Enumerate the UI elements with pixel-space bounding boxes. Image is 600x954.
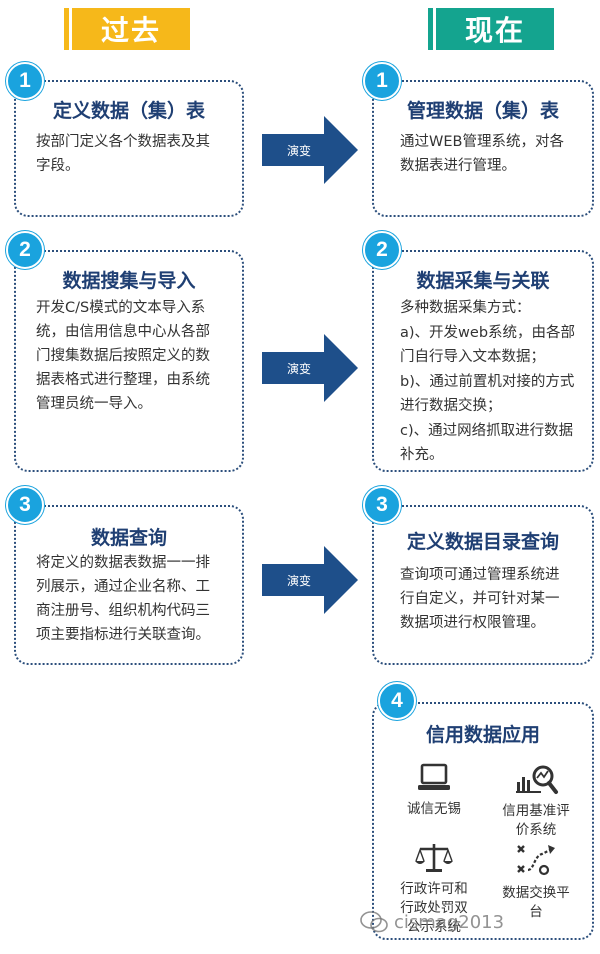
step-badge: 2 — [6, 231, 44, 269]
watermark: cismag2013 — [360, 907, 592, 937]
card-line: 通过WEB管理系统，对各 — [400, 134, 564, 150]
past-card-2: 数据搜集与导入 开发C/S模式的文本导入系 统，由信用信息中心从各部 门搜集数据… — [14, 250, 244, 472]
now-card-3: 定义数据目录查询 查询项可通过管理系统进 行自定义，并可针对某一 数据项进行权限… — [372, 505, 594, 665]
card-line: 进行数据交换； — [400, 398, 502, 414]
past-header-label: 过去 — [100, 14, 161, 47]
card-body: 多种数据采集方式： a)、开发web系统，由各部 门自行导入文本数据； b)、通… — [400, 296, 578, 468]
app-item-label: 数据交换平 — [502, 885, 570, 901]
scales-icon — [415, 844, 453, 872]
step-badge: 2 — [363, 231, 401, 269]
past-header-accent-bar — [64, 8, 69, 50]
wechat-icon — [360, 911, 388, 933]
card-line: 列展示，通过企业名称、工 — [36, 579, 210, 595]
evolve-arrow: 演变 — [262, 334, 358, 402]
card-line: 开发C/S模式的文本导入系 — [36, 300, 206, 316]
card-title: 数据搜集与导入 — [62, 270, 196, 292]
card-line: 按部门定义各个数据表及其 — [36, 134, 210, 150]
watermark-text: cismag2013 — [394, 911, 505, 933]
card-line: 将定义的数据表数据一一排 — [36, 555, 210, 571]
card-title: 数据查询 — [90, 527, 167, 549]
now-card-1: 管理数据（集）表 通过WEB管理系统，对各 数据表进行管理。 — [372, 80, 594, 217]
card-title: 定义数据（集）表 — [52, 100, 205, 122]
card-body: 通过WEB管理系统，对各 数据表进行管理。 — [400, 130, 578, 178]
card-line: 据表格式进行整理，由系统 — [36, 372, 210, 388]
past-header: 过去 — [64, 8, 190, 50]
card-body: 将定义的数据表数据一一排 列展示，通过企业名称、工 商注册号、组织机构代码三 项… — [36, 551, 228, 647]
card-line: 多种数据采集方式： — [400, 300, 531, 316]
app-item: 信用基准评 价系统 — [488, 762, 584, 840]
card-line: c)、通过网络抓取进行数据 — [400, 422, 574, 439]
now-card-4: 信用数据应用 诚信无锡 信用基准评 价系统 行政 — [372, 702, 594, 940]
arrow-right-icon — [262, 546, 358, 614]
strategy-icon — [517, 845, 555, 876]
arrow-label: 演变 — [286, 361, 311, 376]
arrow-right-icon — [262, 116, 358, 184]
step-badge: 4 — [378, 682, 416, 720]
now-header: 现在 — [428, 8, 554, 50]
card-line: 查询项可通过管理系统进 — [400, 567, 560, 583]
card-title: 管理数据（集）表 — [406, 100, 559, 122]
evolve-arrow: 演变 — [262, 546, 358, 614]
card-line: 统，由信用信息中心从各部 — [36, 324, 210, 340]
app-item-label: 价系统 — [515, 822, 557, 838]
card-body: 开发C/S模式的文本导入系 统，由信用信息中心从各部 门搜集数据后按照定义的数 … — [36, 296, 228, 416]
evolve-arrow: 演变 — [262, 116, 358, 184]
past-card-3: 数据查询 将定义的数据表数据一一排 列展示，通过企业名称、工 商注册号、组织机构… — [14, 505, 244, 665]
card-body: 按部门定义各个数据表及其 字段。 — [36, 130, 228, 178]
chart-search-icon — [516, 765, 558, 794]
step-badge: 3 — [363, 486, 401, 524]
card-line: 字段。 — [36, 158, 80, 174]
now-card-2: 数据采集与关联 多种数据采集方式： a)、开发web系统，由各部 门自行导入文本… — [372, 250, 594, 472]
now-header-label: 现在 — [464, 14, 525, 47]
arrow-label: 演变 — [286, 143, 311, 158]
past-card-1: 定义数据（集）表 按部门定义各个数据表及其 字段。 — [14, 80, 244, 217]
card-title: 信用数据应用 — [425, 724, 540, 746]
app-item: 行政许可和 行政处罚双 公示系统 — [388, 842, 480, 937]
laptop-icon — [418, 763, 450, 790]
app-item-label: 公示系统 — [407, 919, 461, 935]
app-item-label: 行政许可和 — [400, 881, 468, 897]
card-line: 项主要指标进行关联查询。 — [36, 627, 210, 643]
card-line: 数据表进行管理。 — [400, 158, 516, 174]
app-item-label: 诚信无锡 — [407, 801, 461, 817]
arrow-right-icon — [262, 334, 358, 402]
card-line: 门搜集数据后按照定义的数 — [36, 348, 210, 364]
card-title: 数据采集与关联 — [416, 270, 550, 292]
card-line: 商注册号、组织机构代码三 — [36, 603, 210, 619]
arrow-label: 演变 — [286, 573, 311, 588]
card-line: 行自定义，并可针对某一 — [400, 591, 560, 607]
step-badge: 3 — [6, 486, 44, 524]
app-item-label: 台 — [529, 904, 543, 920]
app-item-label: 行政处罚双 — [400, 900, 468, 916]
card-line: 数据项进行权限管理。 — [400, 615, 545, 631]
card-line: 门自行导入文本数据； — [400, 349, 545, 365]
app-item-label: 信用基准评 — [502, 803, 570, 819]
card-line: 管理员统一导入。 — [36, 396, 152, 412]
card-body: 查询项可通过管理系统进 行自定义，并可针对某一 数据项进行权限管理。 — [400, 563, 578, 635]
card-title: 定义数据目录查询 — [406, 531, 559, 553]
now-header-accent-bar — [428, 8, 433, 50]
step-badge: 1 — [363, 62, 401, 100]
card-line: b)、通过前置机对接的方式 — [400, 373, 575, 390]
app-item: 诚信无锡 — [388, 762, 480, 819]
step-badge: 1 — [6, 62, 44, 100]
card-line: a)、开发web系统，由各部 — [400, 324, 576, 341]
card-line: 补充。 — [400, 447, 444, 463]
app-item: 数据交换平 台 — [488, 842, 584, 922]
